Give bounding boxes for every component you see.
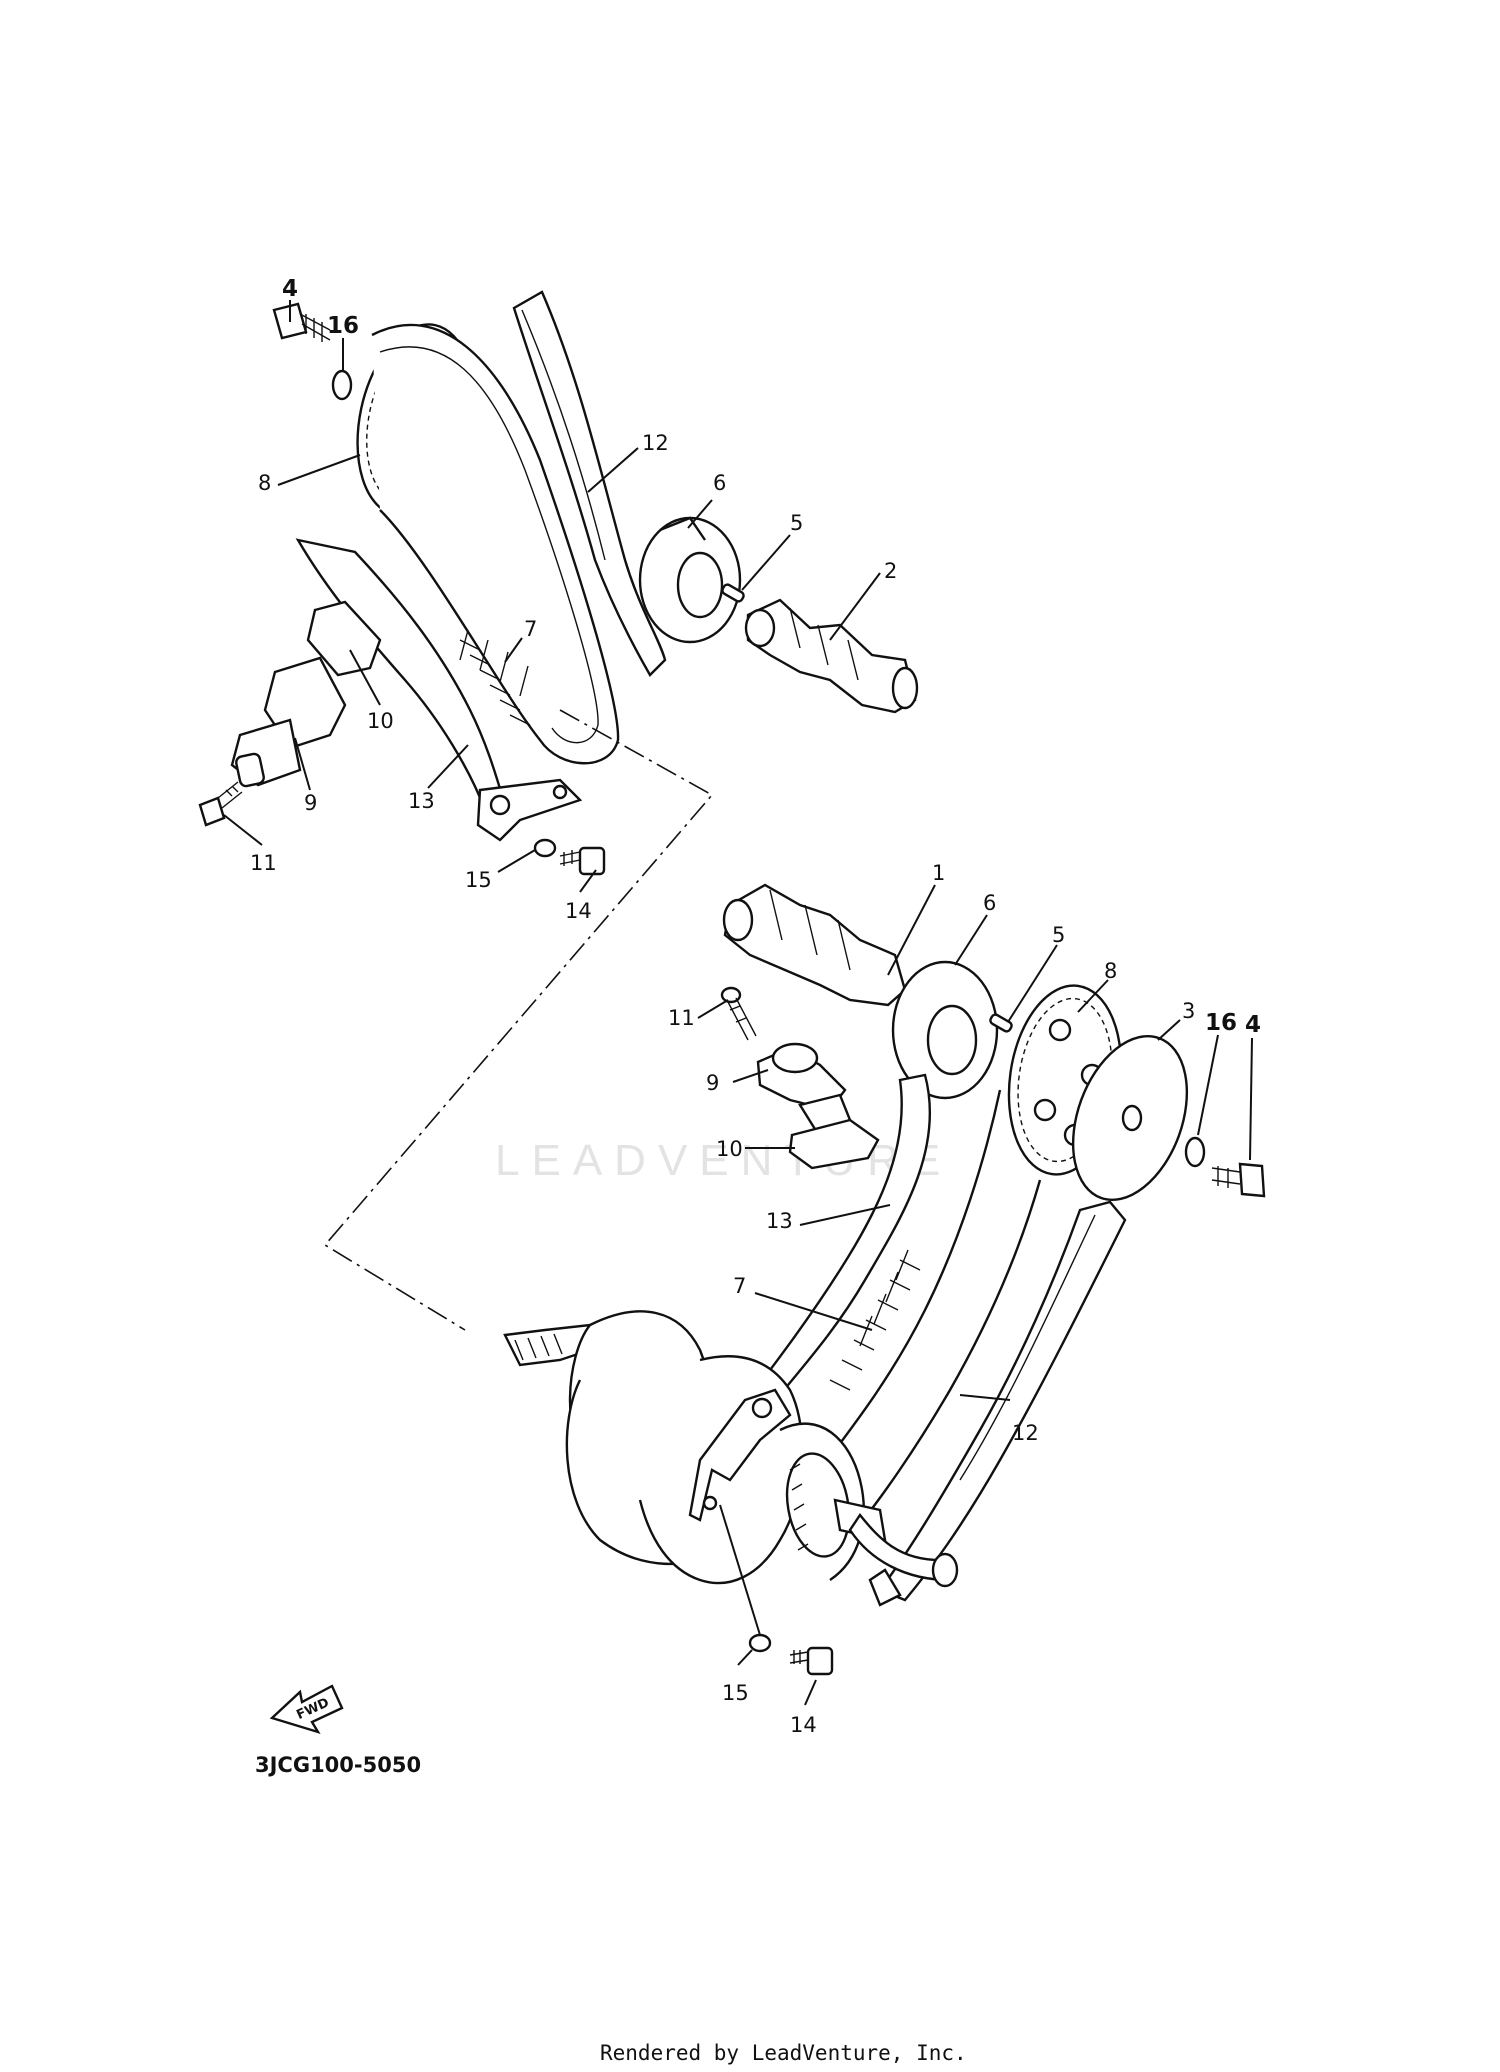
callout-14: 14 — [565, 899, 592, 923]
callout-11: 11 — [250, 851, 277, 875]
upper-gasket — [306, 600, 382, 677]
callout-16: 16 — [1205, 1010, 1237, 1036]
callout-10: 10 — [367, 709, 394, 733]
lower-timing-chain — [819, 1089, 1042, 1531]
lower-chain-links — [829, 1249, 921, 1391]
diagram-code: 3JCG100-5050 — [255, 1753, 421, 1777]
footer-credit: Rendered by LeadVenture, Inc. — [600, 2041, 967, 2065]
callout-13: 13 — [408, 789, 435, 813]
upper-decompressor-plate — [638, 516, 742, 644]
lower-chain-guide — [878, 1200, 1127, 1602]
callout-10: 10 — [716, 1137, 743, 1161]
callout-4: 4 — [1245, 1012, 1261, 1038]
callout-7: 7 — [524, 617, 537, 641]
upper-chain-guide — [512, 290, 667, 677]
upper-tensioner-bolt — [198, 781, 243, 827]
lower-bolt — [1211, 1162, 1266, 1198]
callout-1: 1 — [932, 861, 945, 885]
callout-14: 14 — [790, 1713, 817, 1737]
lower-assembly — [503, 883, 1266, 1676]
callouts-upper: 4 16 8 12 6 5 2 7 10 9 13 11 15 14 — [250, 276, 897, 923]
callout-9: 9 — [706, 1071, 719, 1095]
connection-line — [323, 709, 714, 1331]
lower-guide-washer — [748, 1633, 772, 1653]
lower-guide-bolt — [789, 1646, 834, 1676]
lower-decompressor-plate — [891, 960, 999, 1100]
callout-3: 3 — [1182, 999, 1195, 1023]
callouts-lower: 1 6 5 8 3 16 4 11 9 10 13 7 12 15 14 — [668, 861, 1261, 1737]
callout-16: 16 — [327, 313, 359, 339]
callout-5: 5 — [1052, 923, 1065, 947]
callout-15: 15 — [465, 868, 492, 892]
callout-9: 9 — [304, 791, 317, 815]
upper-timing-chain — [371, 323, 620, 765]
leader-lines — [223, 300, 1253, 1706]
callout-8: 8 — [1104, 959, 1117, 983]
upper-bolt — [272, 302, 331, 342]
upper-camshaft — [744, 598, 919, 714]
lower-tensioner-bolt — [720, 986, 757, 1041]
upper-guide-washer — [533, 838, 557, 858]
upper-dowel-pin — [721, 583, 745, 603]
callout-11: 11 — [668, 1006, 695, 1030]
fwd-arrow: FWD — [269, 1684, 344, 1735]
callout-2: 2 — [884, 559, 897, 583]
callout-12: 12 — [642, 431, 669, 455]
lower-camshaft — [722, 883, 907, 1007]
upper-chain-links — [459, 629, 531, 726]
callout-6: 6 — [713, 471, 726, 495]
upper-chain-tensioner — [230, 656, 347, 788]
callout-8: 8 — [258, 471, 271, 495]
lower-gasket — [788, 1118, 880, 1170]
callout-15: 15 — [722, 1681, 749, 1705]
lower-guide-bracket — [688, 1388, 792, 1522]
callout-5: 5 — [790, 511, 803, 535]
lower-washer — [1184, 1136, 1206, 1168]
callout-6: 6 — [983, 891, 996, 915]
callout-13: 13 — [766, 1209, 793, 1233]
callout-4: 4 — [282, 276, 298, 302]
upper-assembly — [198, 290, 919, 876]
upper-washer — [331, 369, 353, 401]
callout-7: 7 — [733, 1274, 746, 1298]
lower-dowel-pin — [989, 1013, 1013, 1033]
upper-guide-bolt — [559, 846, 606, 876]
callout-12: 12 — [1012, 1421, 1039, 1445]
